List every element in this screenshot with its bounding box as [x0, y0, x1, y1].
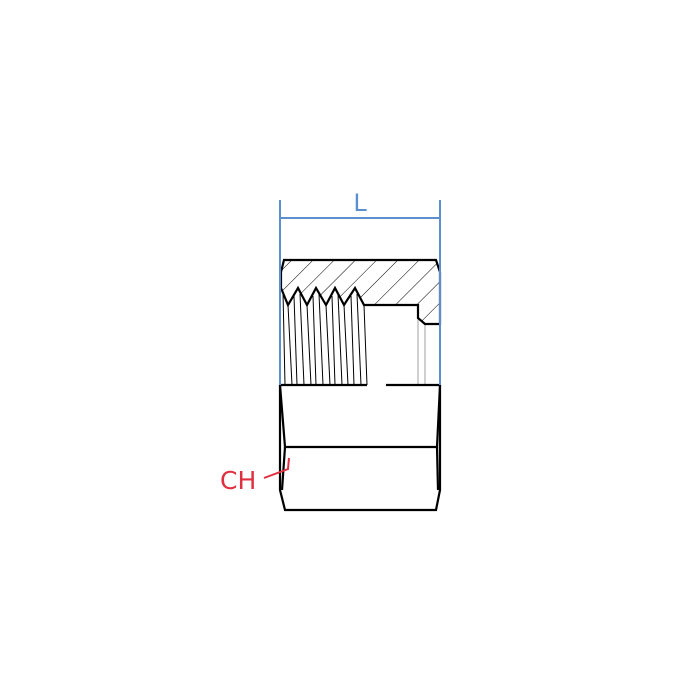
- hex-callout-leader: [263, 457, 290, 479]
- body-outline: [278, 258, 442, 512]
- length-label: L: [353, 189, 367, 217]
- hex-label: CH: [220, 466, 256, 495]
- thread-lines: [282, 291, 368, 386]
- bore-lines: [417, 318, 426, 385]
- length-dimension: [279, 200, 441, 385]
